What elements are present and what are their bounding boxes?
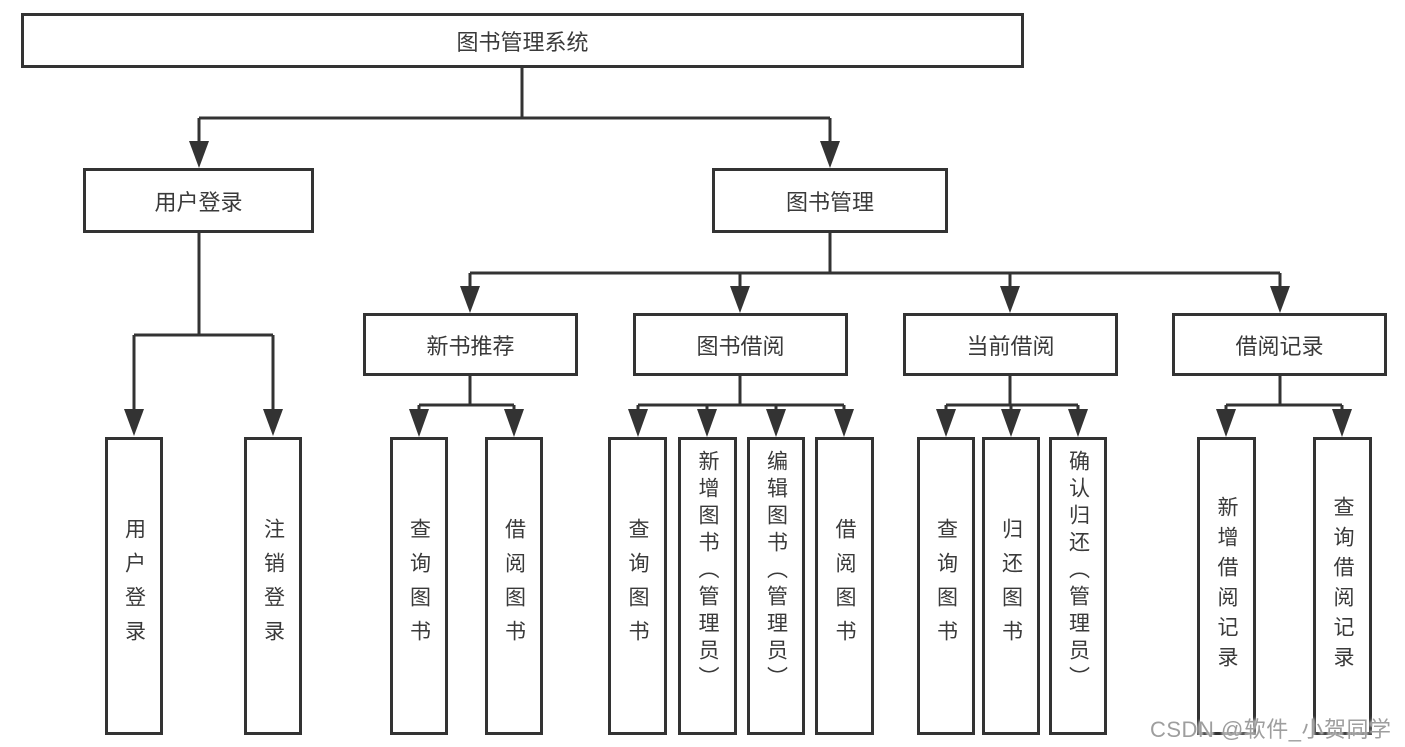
node-logout: 注销登录 <box>244 437 302 735</box>
node-cb-return-books-label: 归还图书 <box>999 518 1023 654</box>
node-borrow-records: 借阅记录 <box>1172 313 1387 376</box>
connector-new-books-children <box>409 376 524 437</box>
arrowhead <box>1000 286 1020 313</box>
node-user-login: 用户登录 <box>83 168 314 233</box>
csdn-watermark: CSDN @软件_小贺同学 <box>1150 717 1392 742</box>
node-bb-borrow-books-label: 借阅图书 <box>833 518 856 654</box>
node-br-query-record-label: 查询借阅记录 <box>1331 496 1354 676</box>
connector-book-borrow-children <box>628 376 854 437</box>
node-book-mgmt: 图书管理 <box>712 168 948 233</box>
arrowhead <box>820 141 840 168</box>
node-bb-edit-books-admin-label: 编辑图书（管理员） <box>764 450 788 693</box>
node-br-query-record: 查询借阅记录 <box>1313 437 1372 735</box>
node-book-borrow: 图书借阅 <box>633 313 848 376</box>
node-cb-confirm-return-admin-label: 确认归还（管理员） <box>1066 450 1090 693</box>
node-logout-label: 注销登录 <box>261 518 285 654</box>
arrowhead <box>460 286 480 313</box>
node-cb-query-books: 查询图书 <box>917 437 975 735</box>
arrowhead <box>504 409 524 437</box>
connector-borrow-records-children <box>1216 376 1352 437</box>
node-nb-borrow-books-label: 借阅图书 <box>502 518 526 654</box>
node-bb-query-books-label: 查询图书 <box>626 518 649 654</box>
node-nb-borrow-books: 借阅图书 <box>485 437 543 735</box>
node-nb-query-books-label: 查询图书 <box>407 518 431 654</box>
arrowhead <box>1216 409 1236 437</box>
node-new-books: 新书推荐 <box>363 313 578 376</box>
node-nb-query-books: 查询图书 <box>390 437 448 735</box>
node-cb-confirm-return-admin: 确认归还（管理员） <box>1049 437 1107 735</box>
arrowhead <box>834 409 854 437</box>
node-br-add-record-label: 新增借阅记录 <box>1215 496 1238 676</box>
arrowhead <box>1068 409 1088 437</box>
connector-current-borrow-children <box>936 376 1088 437</box>
arrowhead <box>1332 409 1352 437</box>
connector-user-login-children <box>124 233 283 436</box>
arrowhead <box>189 141 209 168</box>
node-bb-edit-books-admin: 编辑图书（管理员） <box>747 437 805 735</box>
node-bb-borrow-books: 借阅图书 <box>815 437 874 735</box>
node-root: 图书管理系统 <box>21 13 1024 68</box>
arrowhead <box>730 286 750 313</box>
node-br-add-record: 新增借阅记录 <box>1197 437 1256 735</box>
arrowhead <box>936 409 956 437</box>
arrowhead <box>697 409 717 437</box>
node-bb-query-books: 查询图书 <box>608 437 667 735</box>
arrowhead <box>263 409 283 436</box>
arrowhead <box>1001 409 1021 437</box>
node-bb-add-books-admin: 新增图书（管理员） <box>678 437 737 735</box>
node-login: 用户登录 <box>105 437 163 735</box>
arrowhead <box>409 409 429 437</box>
arrowhead <box>766 409 786 437</box>
arrowhead <box>124 409 144 436</box>
arrowhead <box>628 409 648 437</box>
node-bb-add-books-admin-label: 新增图书（管理员） <box>696 450 719 693</box>
node-current-borrow: 当前借阅 <box>903 313 1118 376</box>
connector-root-to-level2 <box>189 68 840 168</box>
node-cb-return-books: 归还图书 <box>982 437 1040 735</box>
connector-book-mgmt-to-level3 <box>460 233 1290 313</box>
arrowhead <box>1270 286 1290 313</box>
node-cb-query-books-label: 查询图书 <box>934 518 958 654</box>
node-login-label: 用户登录 <box>122 518 146 654</box>
